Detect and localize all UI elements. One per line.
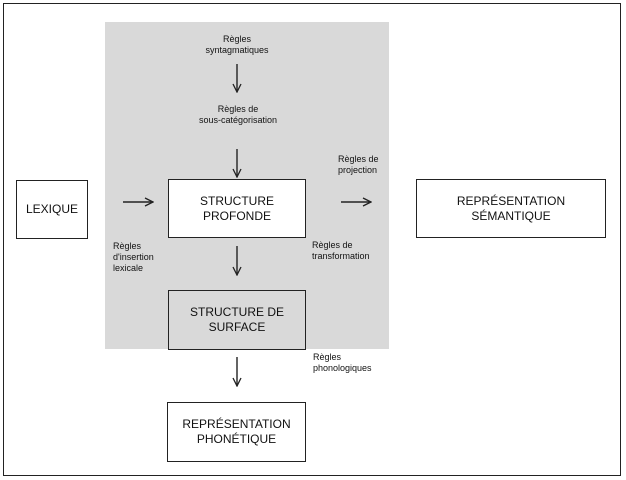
diagram-frame — [3, 3, 621, 476]
label-regles-transformation: Règles de transformation — [312, 240, 370, 261]
box-structure-profonde: STRUCTURE PROFONDE — [168, 179, 306, 238]
box-lexique: LEXIQUE — [16, 180, 88, 239]
label-regles-phonologiques: Règles phonologiques — [313, 352, 372, 373]
label-regles-insertion-lexicale: Règles d'insertion lexicale — [113, 241, 154, 273]
box-representation-semantique: REPRÉSENTATION SÉMANTIQUE — [416, 179, 606, 238]
box-representation-phonetique: REPRÉSENTATION PHONÉTIQUE — [167, 402, 306, 462]
label-regles-syntagmatiques: Règles syntagmatiques — [205, 34, 269, 55]
label-regles-projection: Règles de projection — [338, 154, 379, 175]
label-regles-sous-categorisation: Règles de sous-catégorisation — [198, 104, 278, 125]
box-structure-de-surface: STRUCTURE DE SURFACE — [168, 290, 306, 350]
